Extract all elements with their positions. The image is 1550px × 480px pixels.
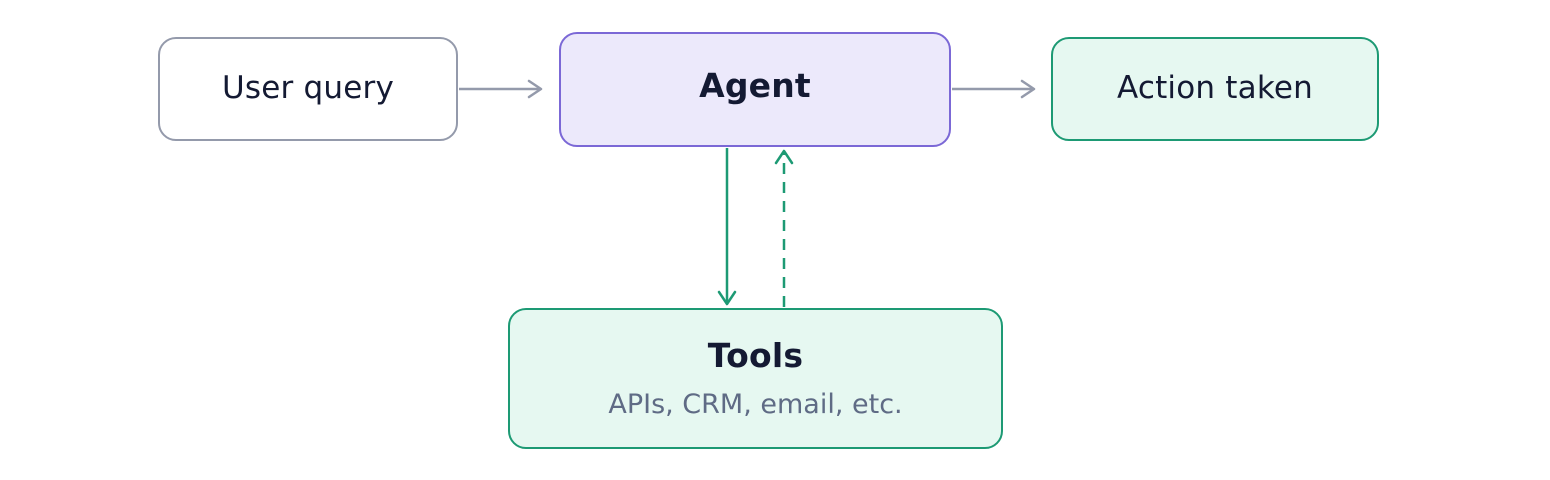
- arrowhead-icon: [527, 79, 543, 99]
- node-label: User query: [221, 70, 394, 107]
- edge-user-query-to-agent: [459, 79, 543, 99]
- edge-agent-to-action-taken: [952, 79, 1036, 99]
- arrowhead-icon: [717, 290, 737, 306]
- node-tools: Tools APIs, CRM, email, etc.: [508, 308, 1003, 449]
- edge-agent-to-tools: [717, 148, 737, 306]
- node-sublabel: APIs, CRM, email, etc.: [608, 388, 903, 420]
- node-label: Action taken: [1116, 70, 1314, 107]
- edge-tools-to-agent: [774, 149, 794, 307]
- arrowhead-icon: [1020, 79, 1036, 99]
- node-user-query: User query: [158, 37, 458, 141]
- node-action-taken: Action taken: [1051, 37, 1379, 141]
- node-label: Agent: [699, 65, 811, 105]
- arrowhead-icon: [774, 149, 794, 165]
- node-agent: Agent: [559, 32, 951, 147]
- node-label: Tools: [707, 336, 804, 375]
